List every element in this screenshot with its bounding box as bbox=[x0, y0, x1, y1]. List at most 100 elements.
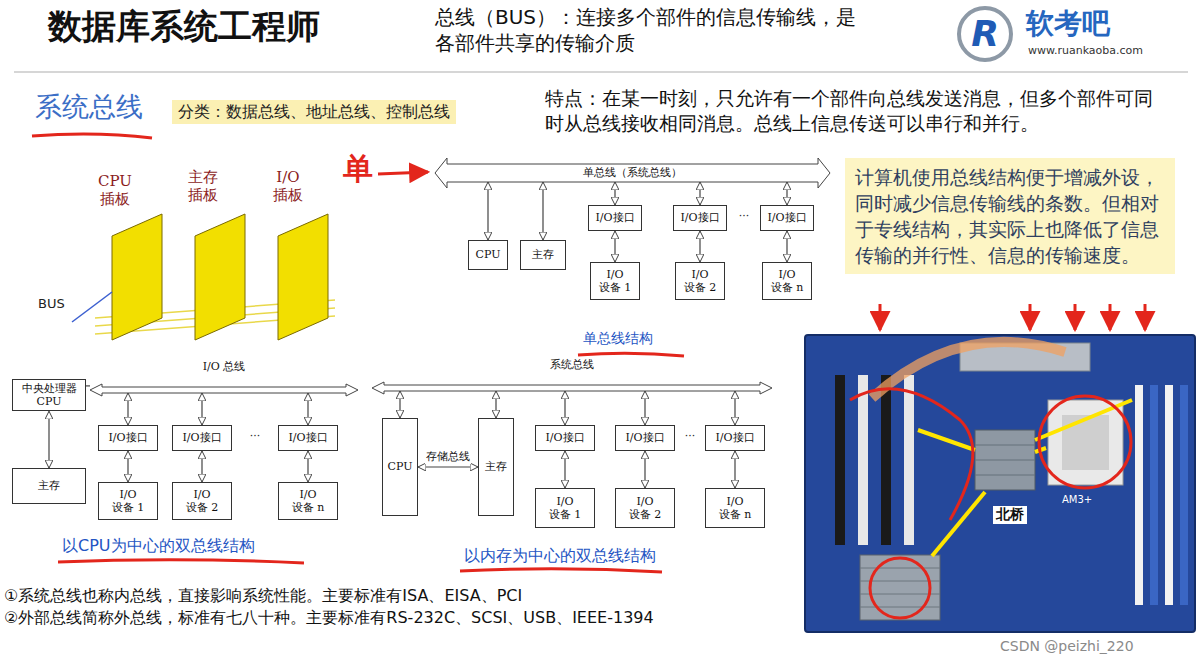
highlight-arrow bbox=[918, 430, 975, 450]
component-box: I/O接口 bbox=[760, 205, 814, 231]
chip-label: AM3+ bbox=[1062, 494, 1092, 507]
component-box: I/O接口 bbox=[172, 425, 232, 451]
node-text: I/O 设备 n bbox=[716, 495, 754, 521]
bus-connector bbox=[495, 391, 496, 418]
component-box: I/O 设备 1 bbox=[98, 482, 158, 520]
bus-connector bbox=[786, 182, 787, 205]
bus-connector bbox=[734, 391, 735, 425]
node-text: I/O接口 bbox=[182, 431, 221, 444]
bus-connector bbox=[487, 182, 488, 240]
hand-stroke bbox=[850, 389, 973, 520]
bus-connector bbox=[644, 451, 645, 488]
bus-connector bbox=[734, 451, 735, 488]
node-text: 主存 bbox=[38, 479, 60, 492]
socket-lid bbox=[1062, 415, 1109, 470]
expansion-slot bbox=[835, 375, 845, 545]
node-text: I/O 设备 2 bbox=[626, 495, 664, 521]
bus-connector bbox=[201, 451, 202, 482]
dimm-slot bbox=[1165, 385, 1173, 605]
expansion-slot bbox=[881, 375, 891, 545]
bus-connector bbox=[127, 393, 128, 425]
diagram-caption: 以CPU为中心的双总线结构 bbox=[62, 536, 255, 556]
node-text: I/O接口 bbox=[680, 211, 719, 224]
logo-letter: R bbox=[958, 14, 1012, 54]
dimm-slot bbox=[1150, 385, 1158, 605]
node-text: I/O 设备 1 bbox=[596, 268, 634, 294]
node-text: 主存 bbox=[532, 248, 554, 261]
northbridge-heatsink bbox=[975, 430, 1035, 490]
slot-board bbox=[195, 214, 245, 340]
component-box: I/O 设备 1 bbox=[535, 488, 595, 528]
info-box: 计算机使用总线结构便于增减外设，同时减少信息传输线的条数。但相对于专线结构，其实… bbox=[845, 158, 1175, 274]
component-box: 主存 bbox=[520, 240, 566, 270]
bus-band: 单总线（系统总线） bbox=[435, 158, 830, 188]
component-box: I/O接口 bbox=[705, 425, 765, 451]
hand-arrow bbox=[1074, 304, 1077, 330]
component-box: I/O 设备 2 bbox=[172, 482, 232, 520]
bus-connector bbox=[542, 182, 543, 240]
hand-arrow bbox=[1109, 304, 1112, 330]
header-rule bbox=[14, 71, 1188, 73]
component-box: I/O接口 bbox=[535, 425, 595, 451]
footnote: ②外部总线简称外总线，标准有七八十种。主要标准有RS-232C、SCSI、USB… bbox=[4, 608, 654, 628]
section-heading: 系统总线 bbox=[35, 90, 143, 124]
bus-connector bbox=[699, 182, 700, 205]
node-text: I/O 设备 1 bbox=[546, 495, 584, 521]
hand-circle bbox=[1039, 396, 1131, 488]
chip-label: 北桥 bbox=[993, 506, 1027, 524]
bus-arrow bbox=[90, 384, 358, 396]
page-title: 数据库系统工程师 bbox=[48, 6, 320, 47]
ellipsis: ··· bbox=[730, 210, 758, 224]
node-text: I/O 设备 2 bbox=[681, 268, 719, 294]
highlight-arrow bbox=[1035, 400, 1132, 440]
footnote: ①系统总线也称内总线，直接影响系统性能。主要标准有ISA、EISA、PCI bbox=[4, 586, 522, 606]
bus-connector bbox=[614, 182, 615, 205]
slot-label: I/O 插板 bbox=[265, 168, 311, 204]
brand-url: www.ruankaoba.com bbox=[1028, 44, 1143, 58]
bus-arrow bbox=[372, 382, 772, 394]
bus-connector bbox=[86, 385, 90, 386]
bus-label: BUS bbox=[38, 296, 65, 312]
hand-underline bbox=[578, 353, 684, 356]
node-text: I/O接口 bbox=[108, 431, 147, 444]
component-box: I/O 设备 n bbox=[278, 482, 338, 520]
dimm-slot bbox=[1180, 385, 1188, 605]
bus-connector bbox=[564, 451, 565, 488]
node-text: I/O 设备 n bbox=[768, 268, 806, 294]
motherboard bbox=[805, 335, 1195, 632]
bus-pointer bbox=[72, 292, 112, 322]
bus-connector bbox=[307, 451, 308, 482]
component-box: I/O接口 bbox=[278, 425, 338, 451]
heatsink-fins bbox=[975, 445, 1035, 475]
node-text: I/O接口 bbox=[288, 431, 327, 444]
component-box: I/O接口 bbox=[588, 205, 642, 231]
hand-arrow bbox=[378, 172, 428, 174]
southbridge-heatsink bbox=[860, 555, 940, 620]
hand-underline bbox=[460, 569, 662, 572]
bus-connector bbox=[201, 393, 202, 425]
component-box: CPU bbox=[468, 240, 508, 270]
bus-band: I/O 总线 bbox=[90, 360, 358, 396]
diagram-caption: 单总线结构 bbox=[583, 330, 653, 348]
bus-shape bbox=[90, 384, 358, 396]
bus-shape bbox=[372, 382, 772, 394]
component-box: CPU bbox=[382, 418, 418, 516]
bus-connector bbox=[564, 391, 565, 425]
slot-label: 主存 插板 bbox=[180, 168, 226, 204]
node-text: 单总线（系统总线） bbox=[583, 166, 682, 179]
dimm-slot bbox=[1135, 385, 1143, 605]
expansion-slot bbox=[904, 375, 914, 545]
node-text: I/O 设备 2 bbox=[183, 488, 221, 514]
node-text: I/O 设备 n bbox=[289, 488, 327, 514]
node-text: 系统总线 bbox=[550, 358, 594, 371]
component-box: I/O接口 bbox=[98, 425, 158, 451]
cpu-socket bbox=[1048, 400, 1123, 485]
header-text: 总线（BUS）：连接多个部件的信息传输线，是各部件共享的传输介质 bbox=[435, 4, 860, 56]
bus-connector bbox=[614, 231, 615, 262]
slot-board bbox=[278, 214, 328, 340]
component-box: I/O 设备 1 bbox=[590, 262, 640, 300]
node-text: I/O接口 bbox=[545, 431, 584, 444]
hand-arrow bbox=[879, 304, 882, 330]
bus-connector bbox=[786, 231, 787, 262]
node-text: I/O接口 bbox=[715, 431, 754, 444]
